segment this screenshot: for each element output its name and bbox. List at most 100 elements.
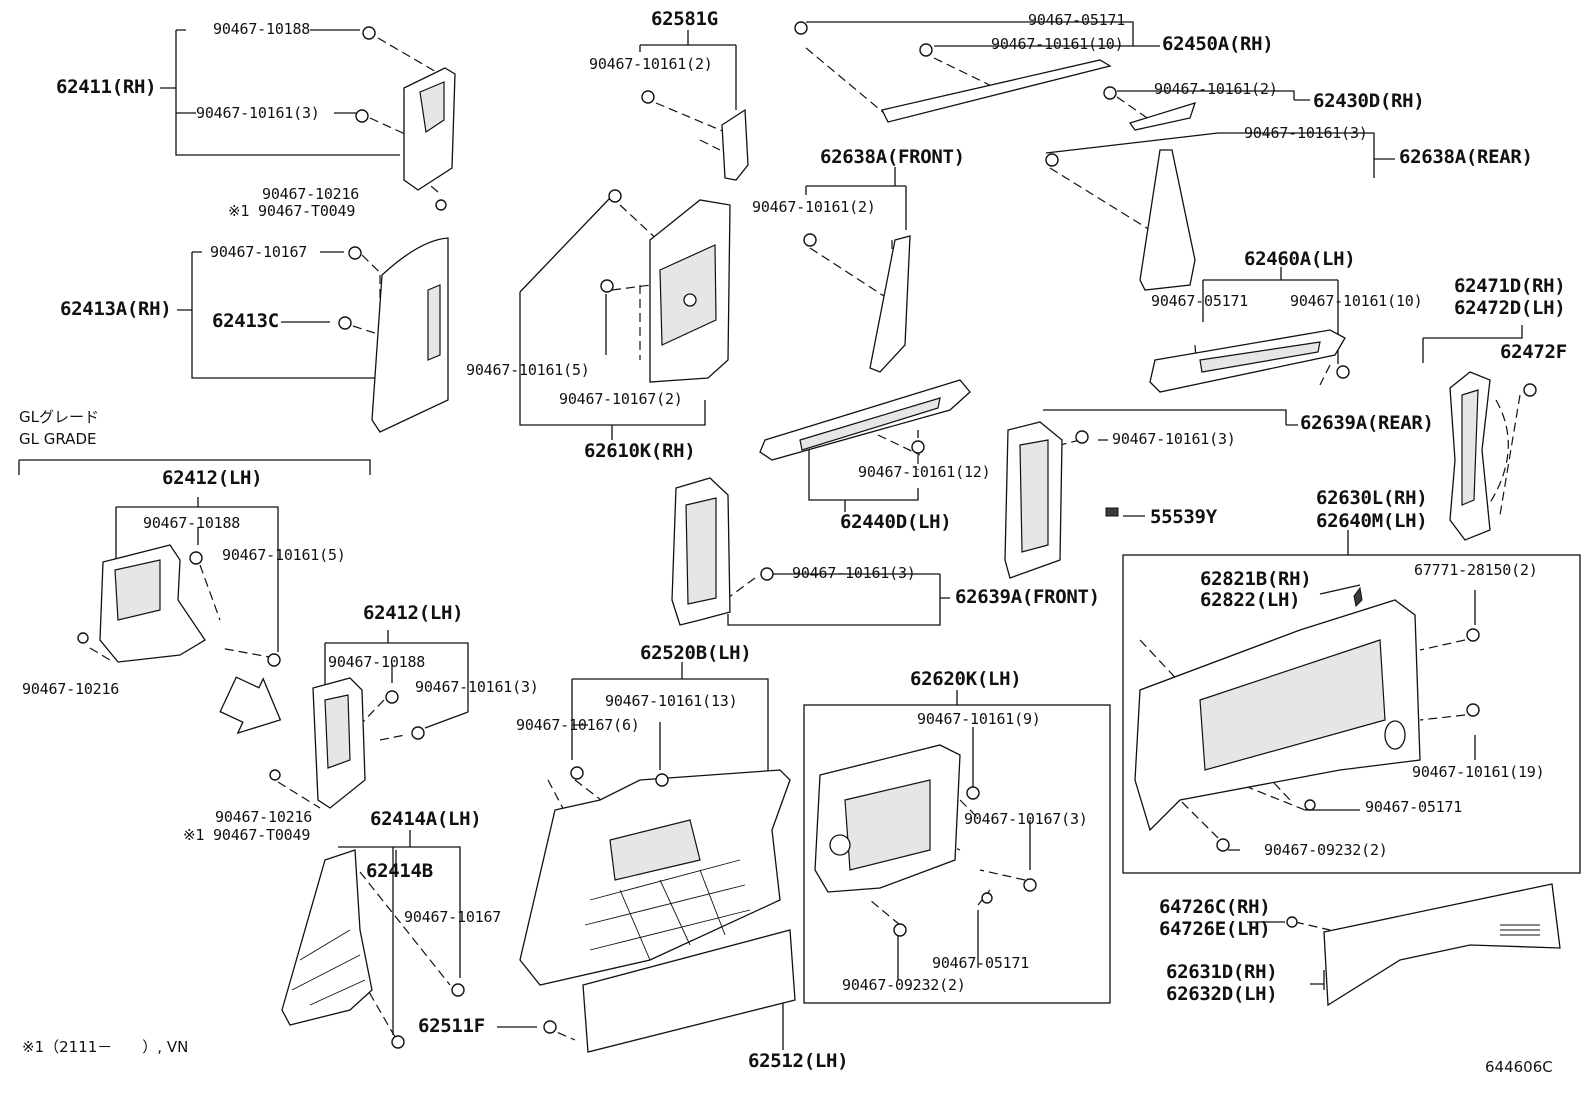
label-62630-clip-a: 90467-10161(19) — [1412, 763, 1545, 781]
part-62450A — [881, 59, 1112, 123]
clip-icon — [1466, 703, 1480, 717]
diagram-id: 644606C — [1485, 1058, 1553, 1076]
label-62440D: 62440D(LH) — [840, 511, 952, 533]
gl-grade-jp: GLグレード — [19, 408, 99, 426]
clip-icon — [570, 766, 584, 780]
label-62638r-clip: 90467-10161(3) — [1244, 124, 1368, 142]
clip-icon — [543, 1020, 557, 1034]
clip-icon — [189, 551, 203, 565]
label-62413C: 62413C — [212, 310, 279, 332]
label-62440-clip: 90467-10161(12) — [858, 463, 991, 481]
label-62412-clip-c1: 90467-10216 — [215, 808, 313, 826]
label-62638f-clip: 90467-10161(2) — [752, 198, 876, 216]
clip-icon — [348, 246, 362, 260]
label-62821B: 62821B(RH) — [1200, 568, 1312, 590]
part-62414A — [281, 849, 373, 1026]
label-62610-clip-a: 90467-10161(5) — [466, 361, 590, 379]
label-62412-gl-clip-a: 90467-10188 — [143, 514, 241, 532]
clip-icon — [267, 653, 281, 667]
label-62639A-rear: 62639A(REAR) — [1300, 412, 1434, 434]
label-62638A-rear: 62638A(REAR) — [1399, 146, 1533, 168]
label-62638A-front: 62638A(FRONT) — [820, 146, 965, 168]
label-62630-clip-b: 90467-05171 — [1365, 798, 1463, 816]
label-62631D: 62631D(RH) — [1166, 961, 1278, 983]
label-62620-clip-a: 90467-10161(9) — [917, 710, 1041, 728]
label-62639A-front: 62639A(FRONT) — [955, 586, 1100, 608]
clip-icon — [1045, 153, 1059, 167]
label-62430-clip: 90467-10161(2) — [1154, 80, 1278, 98]
label-62450A: 62450A(RH) — [1162, 33, 1274, 55]
label-62610-clip-b: 90467-10167(2) — [559, 390, 683, 408]
part-62413A — [371, 237, 449, 433]
clip-icon — [608, 189, 622, 203]
label-62460A: 62460A(LH) — [1244, 248, 1356, 270]
label-62581G: 62581G — [651, 8, 718, 30]
clip-icon — [655, 773, 669, 787]
label-62413-clip-a: 90467-10167 — [210, 243, 308, 261]
label-55539Y: 55539Y — [1150, 506, 1217, 528]
label-62450-clip-b: 90467-10161(10) — [991, 35, 1124, 53]
part-55539Y — [1105, 507, 1119, 517]
label-62411-clip-c2: ※1 90467-T0049 — [228, 202, 356, 220]
clip-icon — [1075, 430, 1089, 444]
label-62632D: 62632D(LH) — [1166, 983, 1278, 1005]
clip-icon — [269, 769, 281, 781]
clips — [77, 21, 1537, 1049]
label-62460-clip-a: 90467-05171 — [1151, 292, 1249, 310]
part-62821B — [1353, 586, 1363, 608]
label-62412-gl-clip-b: 90467-10161(5) — [222, 546, 346, 564]
part-62631D — [1323, 883, 1561, 1007]
label-62620-clip-c: 90467-05171 — [932, 954, 1030, 972]
part-62638A-front — [869, 235, 911, 373]
clip-icon — [641, 90, 655, 104]
clip-icon — [981, 892, 993, 904]
label-62822: 62822(LH) — [1200, 589, 1301, 611]
clip-icon — [1523, 383, 1537, 397]
label-62610K: 62610K(RH) — [584, 440, 696, 462]
part-62638A-rear — [1139, 149, 1196, 291]
clip-icon — [1304, 799, 1316, 811]
label-64726C: 64726C(RH) — [1159, 896, 1271, 918]
label-64726E: 64726E(LH) — [1159, 918, 1271, 940]
label-62640M: 62640M(LH) — [1316, 510, 1428, 532]
label-62472D: 62472D(LH) — [1454, 297, 1566, 319]
clip-icon — [803, 233, 817, 247]
label-67771: 67771-28150(2) — [1414, 561, 1538, 579]
label-62620K: 62620K(LH) — [910, 668, 1022, 690]
label-62520B: 62520B(LH) — [640, 642, 752, 664]
label-62412-gl: 62412(LH) — [162, 467, 263, 489]
label-62412-clip-b: 90467-10161(3) — [415, 678, 539, 696]
label-62412: 62412(LH) — [363, 602, 464, 624]
clip-icon — [760, 567, 774, 581]
leader-lines — [18, 21, 1581, 1050]
clip-icon — [893, 923, 907, 937]
label-62511F: 62511F — [418, 1015, 485, 1037]
direction-arrow-icon — [219, 676, 282, 735]
label-62520-clip-b: 90467-10167(6) — [516, 716, 640, 734]
footnote: ※1（2111－ ）, VN — [22, 1038, 189, 1056]
clip-icon — [411, 726, 425, 740]
clip-icon — [362, 26, 376, 40]
label-62639r-clip: 90467-10161(3) — [1112, 430, 1236, 448]
label-62412-gl-clip-c: 90467-10216 — [22, 680, 120, 698]
label-62620-clip-d: 90467-09232(2) — [842, 976, 966, 994]
part-62520B — [519, 769, 791, 986]
clip-icon — [600, 279, 614, 293]
trim-parts — [99, 59, 1561, 1053]
clip-icon — [1466, 628, 1480, 642]
label-62460-clip-b: 90467-10161(10) — [1290, 292, 1423, 310]
label-62639f-clip: 90467-10161(3) — [792, 564, 916, 582]
clip-icon — [451, 983, 465, 997]
clip-icon — [1216, 838, 1230, 852]
part-62430D — [1128, 102, 1197, 131]
clip-icon — [385, 690, 399, 704]
clip-icon — [355, 109, 369, 123]
label-62630-clip-c: 90467-09232(2) — [1264, 841, 1388, 859]
label-62411-clip-b: 90467-10161(3) — [196, 104, 320, 122]
clip-icon — [391, 1035, 405, 1049]
clip-icon — [435, 199, 447, 211]
clip-icon — [966, 786, 980, 800]
clip-icon — [1286, 916, 1298, 928]
label-62450-clip-a: 90467-05171 — [1028, 11, 1126, 29]
